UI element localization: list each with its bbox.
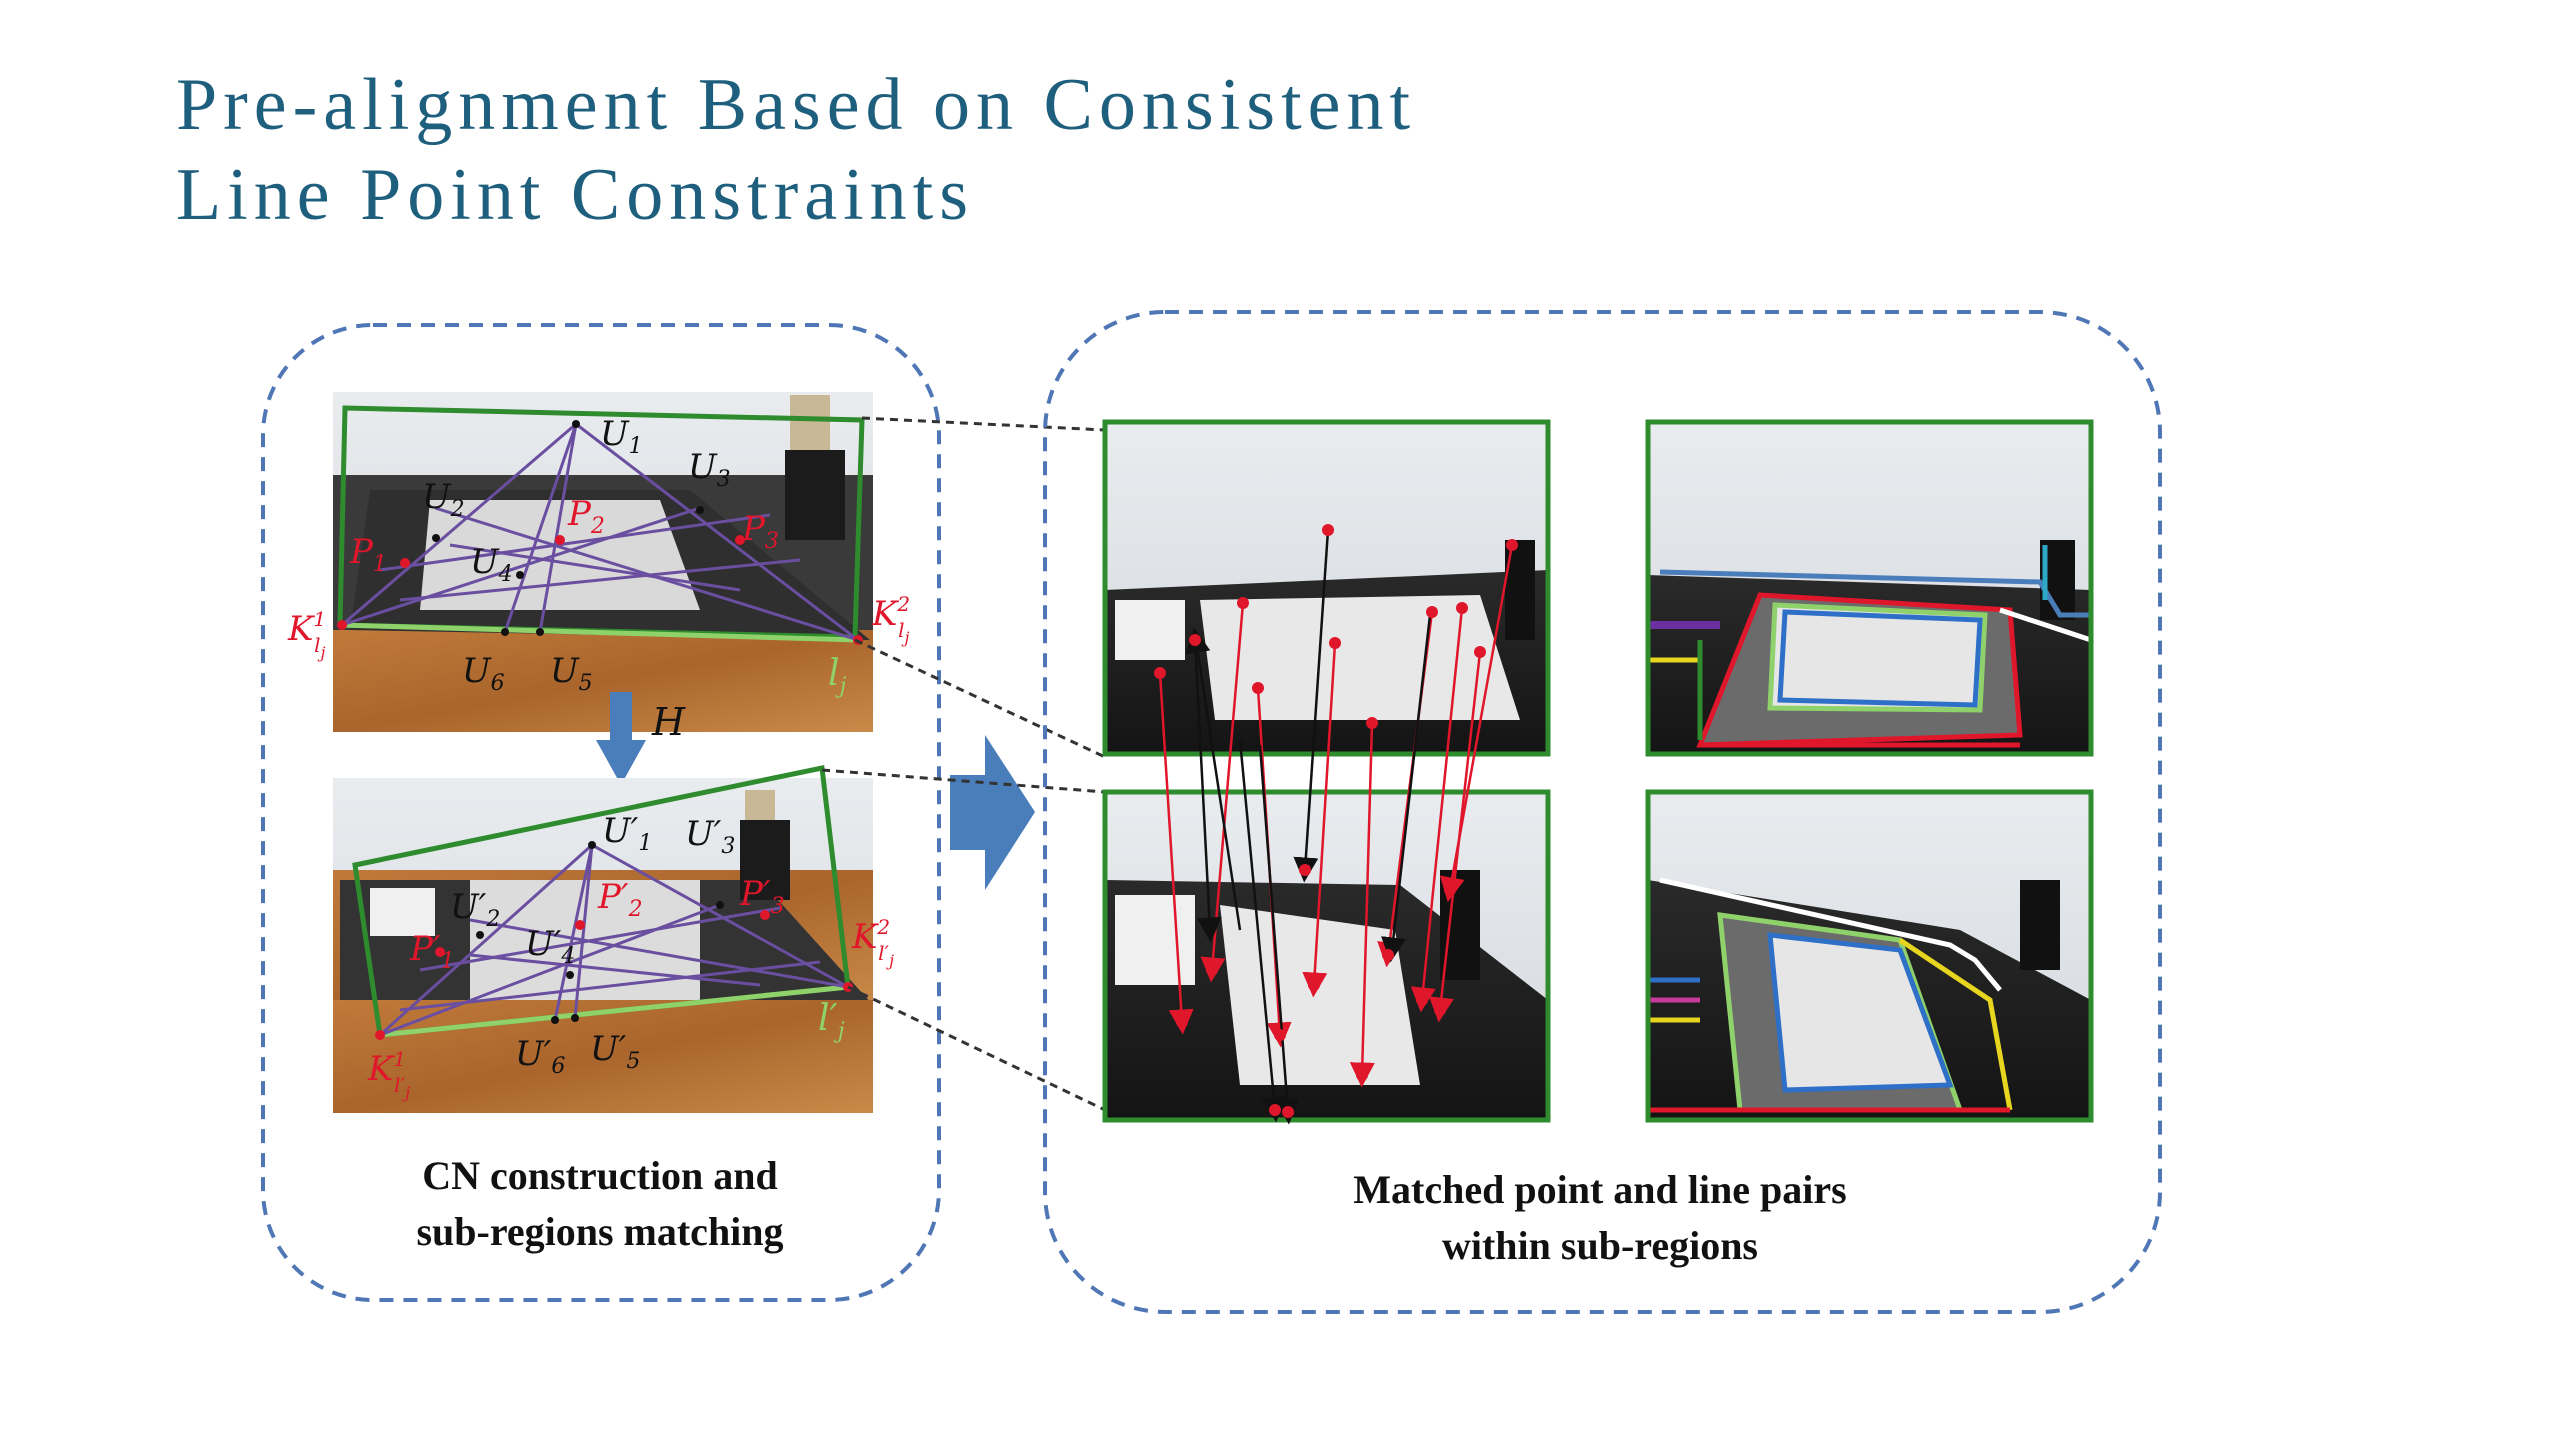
matched-lines-bottom-image [1648, 792, 2091, 1120]
point-match-dots [1154, 524, 1518, 1118]
left-bottom-construction [378, 843, 849, 1037]
label-u3: U3 [688, 447, 731, 492]
left-caption-line-2: sub-regions matching [416, 1209, 784, 1254]
homography-arrow [596, 692, 646, 785]
label-p2: P2 [567, 494, 605, 539]
label-p3: P3 [741, 509, 779, 554]
slide-title: Pre-alignment Based on Consistent Line P… [176, 60, 1416, 240]
label-u6p: U′6 [515, 1034, 565, 1079]
left-panel-caption: CN construction and sub-regions matching [300, 1148, 900, 1260]
matched-points-top-image [1105, 422, 1548, 754]
label-u2p: U′2 [450, 887, 500, 932]
center-arrow [950, 735, 1035, 890]
label-u5p: U′5 [590, 1029, 640, 1074]
connector-lines [821, 416, 1106, 1112]
left-top-line-lj [339, 622, 859, 643]
matched-points-top-frame [1102, 419, 1551, 757]
point-match-arrows-black [1185, 529, 1432, 1125]
label-lj: lj [828, 653, 847, 699]
label-u2: U2 [422, 477, 465, 522]
label-p3p: P′3 [739, 874, 785, 919]
label-u3p: U′3 [685, 814, 735, 859]
title-line-2: Line Point Constraints [176, 154, 974, 236]
matched-lines-bottom-frame [1645, 789, 2094, 1123]
label-u5: U5 [550, 651, 593, 696]
left-top-construction [341, 422, 859, 642]
left-top-points [337, 420, 863, 645]
left-dashed-panel [261, 323, 941, 1302]
label-u1: U1 [600, 414, 643, 459]
matched-lines-top-frame [1645, 419, 2094, 757]
point-match-arrows-red [1158, 544, 1514, 1088]
label-u4: U4 [470, 542, 513, 587]
homography-label: H [651, 700, 686, 744]
label-p2p: P′2 [597, 877, 643, 922]
left-bottom-line-lj [379, 984, 849, 1038]
matched-lines-top-overlays [1650, 545, 2092, 748]
label-u6: U6 [462, 651, 505, 696]
label-ljp: l′j [818, 998, 845, 1044]
left-caption-line-1: CN construction and [422, 1153, 778, 1198]
matched-lines-bottom-overlays [1650, 877, 2013, 1113]
right-caption-line-1: Matched point and line pairs [1353, 1167, 1847, 1212]
right-caption-line-2: within sub-regions [1441, 1223, 1758, 1268]
label-u4p: U′4 [525, 924, 575, 969]
right-dashed-panel [1043, 310, 2162, 1314]
right-panel-caption: Matched point and line pairs within sub-… [1230, 1162, 1970, 1274]
label-p1p: P′1 [409, 929, 455, 974]
title-line-1: Pre-alignment Based on Consistent [176, 64, 1417, 146]
label-u1p: U′1 [602, 811, 652, 856]
label-p1: P1 [349, 532, 387, 577]
